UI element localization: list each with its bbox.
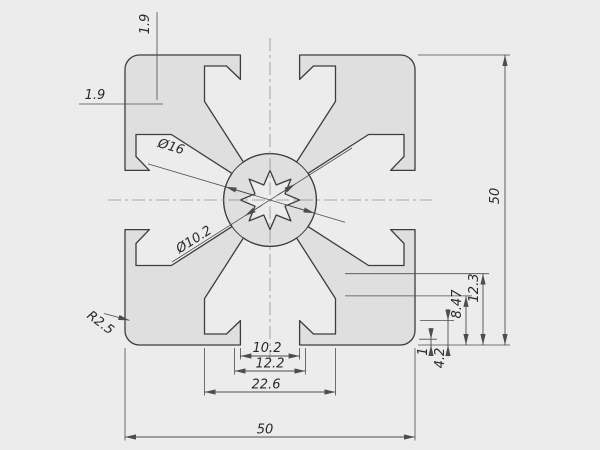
dim-opening-depth: 4.2 bbox=[433, 348, 448, 369]
dim-overall-width: 50 bbox=[257, 423, 274, 438]
dim-wall-top: 1.9 bbox=[138, 14, 153, 35]
dim-lip-thickness: 1 bbox=[416, 347, 431, 355]
dim-wall-left: 1.9 bbox=[85, 88, 106, 103]
leader-arrow-bore-lower bbox=[244, 204, 263, 217]
dim-slot-depth: 12.3 bbox=[467, 274, 482, 303]
dim-inner-width: 22.6 bbox=[252, 378, 281, 393]
dim-chamfer-width: 12.2 bbox=[256, 357, 285, 372]
leader-arrow-hub-right bbox=[284, 203, 315, 214]
dim-overall-height: 50 bbox=[488, 188, 503, 205]
dimensions-bottom: 10.2 12.2 22.6 50 bbox=[124, 341, 416, 441]
leader-bore-diameter bbox=[171, 147, 353, 263]
leader-arrow-bore-upper bbox=[277, 183, 296, 196]
leader-corner-radius bbox=[103, 313, 130, 321]
dim-lip-depth: 8.47 bbox=[450, 289, 465, 319]
extension-lines-right bbox=[345, 54, 510, 346]
dimensions-right: 50 12.3 8.47 4.2 1 bbox=[345, 54, 510, 369]
leader-arrow-hub-left bbox=[225, 186, 256, 197]
dim-opening-width: 10.2 bbox=[253, 341, 282, 356]
